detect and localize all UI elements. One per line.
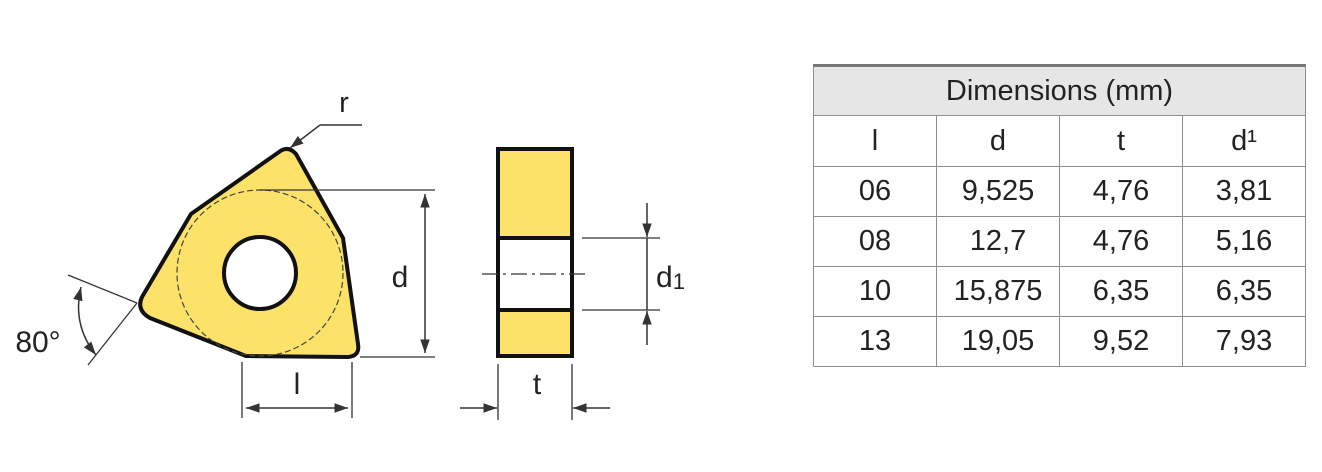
hole-diameter-dimension: d1 bbox=[582, 203, 685, 345]
table-header-row: l d t d¹ bbox=[813, 115, 1306, 167]
thickness-label: t bbox=[533, 368, 542, 401]
table-cell: 4,76 bbox=[1059, 216, 1183, 267]
center-hole bbox=[222, 235, 298, 311]
diameter-dimension: d bbox=[260, 189, 435, 358]
table-cell: 06 bbox=[813, 166, 937, 217]
table-cell: 9,525 bbox=[936, 166, 1060, 217]
table-cell: 7,93 bbox=[1182, 316, 1306, 367]
hole-diameter-subscript: 1 bbox=[673, 269, 685, 294]
table-title: Dimensions (mm) bbox=[813, 64, 1306, 116]
table-cell: 5,16 bbox=[1182, 216, 1306, 267]
thickness-dimension: t bbox=[460, 364, 610, 420]
table-cell: 6,35 bbox=[1059, 266, 1183, 317]
column-header-t: t bbox=[1059, 115, 1183, 167]
radius-callout: r bbox=[289, 87, 362, 149]
insert-top-view bbox=[138, 147, 361, 359]
angle-dimension: 80° bbox=[15, 274, 138, 366]
table-cell: 9,52 bbox=[1059, 316, 1183, 367]
column-header-l: l bbox=[813, 115, 937, 167]
hole-diameter-label: d1 bbox=[656, 261, 685, 294]
table-cell: 15,875 bbox=[936, 266, 1060, 317]
table-cell: 10 bbox=[813, 266, 937, 317]
insert-drawing: r d l 80° d1 bbox=[15, 87, 685, 420]
radius-label: r bbox=[339, 87, 349, 119]
dimensions-table: Dimensions (mm) l d t d¹ 06 9,525 4,76 3… bbox=[813, 64, 1306, 367]
angle-label: 80° bbox=[15, 326, 60, 359]
table-row: 08 12,7 4,76 5,16 bbox=[813, 216, 1306, 267]
column-header-d: d bbox=[936, 115, 1060, 167]
table-cell: 08 bbox=[813, 216, 937, 267]
table-row: 06 9,525 4,76 3,81 bbox=[813, 166, 1306, 217]
length-label: l bbox=[294, 368, 301, 401]
hole-diameter-symbol: d bbox=[656, 261, 673, 294]
diameter-label: d bbox=[392, 261, 409, 294]
column-header-d1: d¹ bbox=[1182, 115, 1306, 167]
table-row: 10 15,875 6,35 6,35 bbox=[813, 266, 1306, 317]
table-cell: 13 bbox=[813, 316, 937, 367]
table-cell: 19,05 bbox=[936, 316, 1060, 367]
insert-side-view bbox=[482, 147, 590, 358]
table-title-row: Dimensions (mm) bbox=[813, 64, 1306, 116]
table-cell: 12,7 bbox=[936, 216, 1060, 267]
table-cell: 6,35 bbox=[1182, 266, 1306, 317]
table-cell: 4,76 bbox=[1059, 166, 1183, 217]
length-dimension: l bbox=[241, 362, 353, 418]
table-row: 13 19,05 9,52 7,93 bbox=[813, 316, 1306, 367]
table-cell: 3,81 bbox=[1182, 166, 1306, 217]
